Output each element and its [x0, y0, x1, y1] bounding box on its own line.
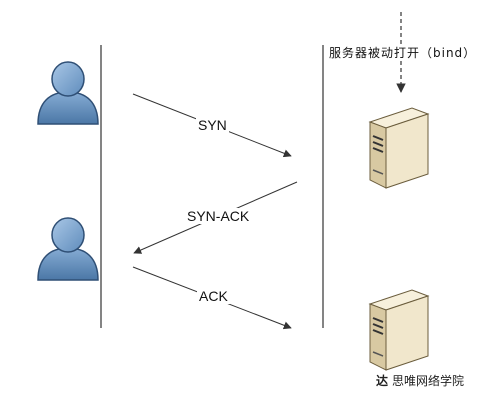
- server-icon: [368, 107, 430, 189]
- server-icon: [368, 289, 430, 371]
- ack-label: ACK: [197, 288, 230, 304]
- server-passive-open-label: 服务器被动打开（bind）: [327, 45, 479, 61]
- syn-label: SYN: [196, 117, 229, 133]
- watermark-logo: 达: [376, 374, 389, 388]
- user-icon: [37, 61, 99, 125]
- watermark-text: 思唯网络学院: [392, 374, 465, 388]
- syn-ack-label: SYN-ACK: [185, 208, 252, 224]
- watermark: 达思唯网络学院: [374, 372, 466, 390]
- user-icon: [37, 217, 99, 281]
